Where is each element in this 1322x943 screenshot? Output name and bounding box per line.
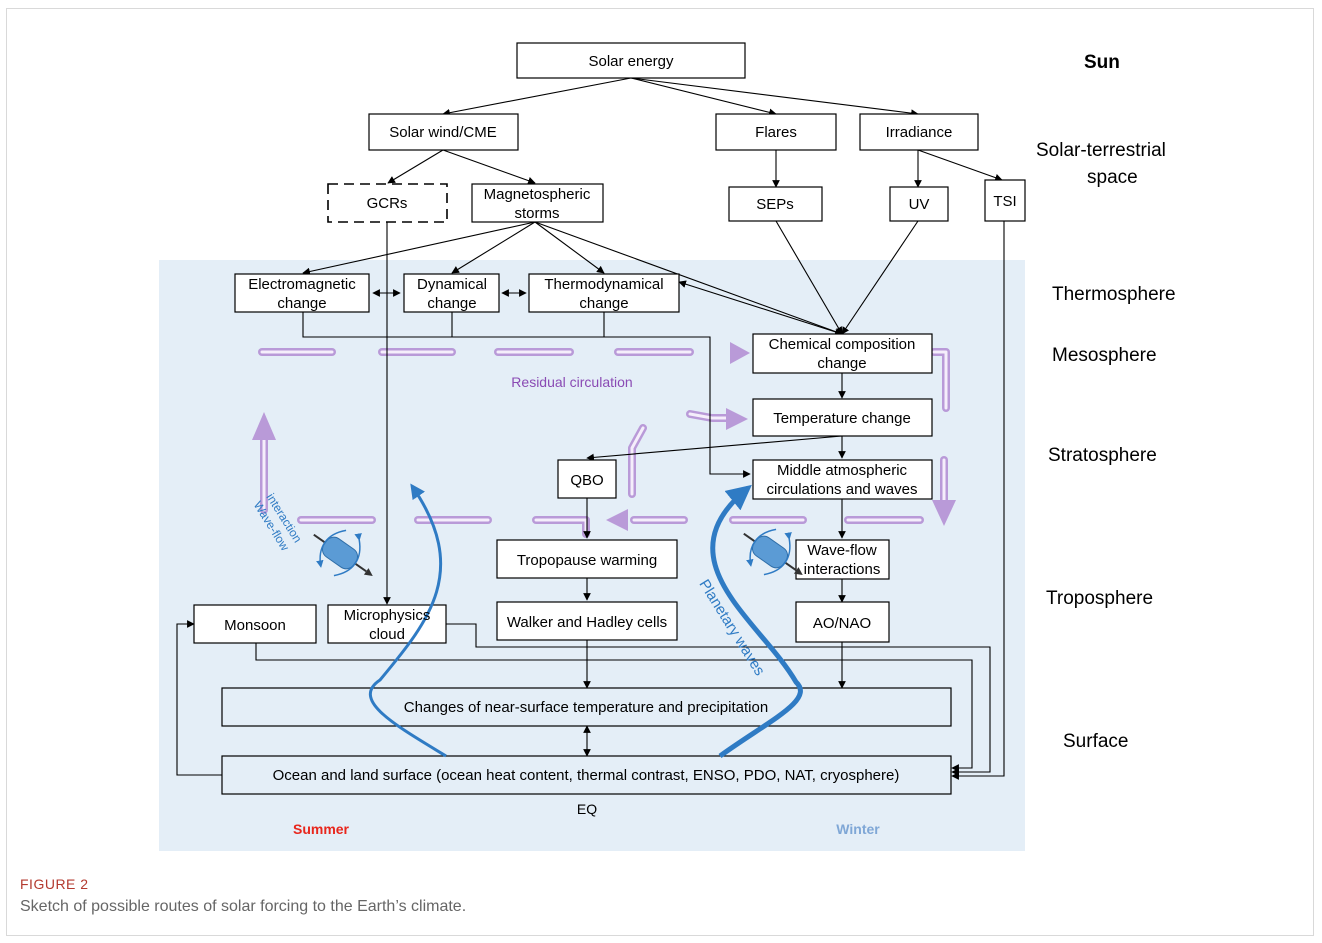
- planetary-wave-arrows: [368, 483, 803, 759]
- node-magnetospheric-storms-l2: storms: [515, 205, 560, 222]
- node-magnetospheric-storms-l1: Magnetospheric: [484, 186, 591, 203]
- winter-label: Winter: [836, 821, 880, 837]
- node-microphysics-l2: cloud: [369, 626, 405, 643]
- node-boxes: [193, 42, 1026, 795]
- node-uv: UV: [909, 196, 930, 213]
- node-flares: Flares: [755, 124, 797, 141]
- layer-labels: Sun Solar-terrestrial space Thermosphere…: [1036, 52, 1176, 752]
- eq-label: EQ: [577, 801, 597, 817]
- residual-circulation-label: Residual circulation: [511, 374, 632, 390]
- node-temperature-change: Temperature change: [773, 410, 911, 427]
- solar-forcing-diagram: Solar energy Solar wind/CME Flares Irrad…: [159, 42, 1176, 851]
- node-dynamical-l1: Dynamical: [417, 276, 487, 293]
- node-electromagnetic-l1: Electromagnetic: [248, 276, 356, 293]
- node-irradiance: Irradiance: [886, 124, 953, 141]
- layer-sun: Sun: [1084, 52, 1120, 73]
- node-labels: Solar energy Solar wind/CME Flares Irrad…: [224, 53, 1017, 784]
- layer-troposphere: Troposphere: [1046, 588, 1153, 609]
- node-ocean-land: Ocean and land surface (ocean heat conte…: [273, 767, 900, 784]
- node-middle-atmospheric-l2: circulations and waves: [767, 481, 918, 498]
- node-microphysics-l1: Microphysics: [344, 607, 431, 624]
- residual-circulation-arrows: [252, 342, 956, 538]
- node-chemical-composition-l2: change: [817, 355, 866, 372]
- figure-title: FIGURE 2: [20, 876, 89, 892]
- node-monsoon: Monsoon: [224, 617, 286, 634]
- node-middle-atmospheric-l1: Middle atmospheric: [777, 462, 908, 479]
- wave-flow-icon-winter: [743, 528, 803, 576]
- summer-label: Summer: [293, 821, 350, 837]
- node-solar-wind: Solar wind/CME: [389, 124, 497, 141]
- node-wave-flow-l2: interactions: [804, 561, 881, 578]
- node-ao-nao: AO/NAO: [813, 615, 871, 632]
- figure-caption: Sketch of possible routes of solar forci…: [20, 898, 467, 915]
- node-seps: SEPs: [756, 196, 794, 213]
- node-walker-hadley: Walker and Hadley cells: [507, 614, 667, 631]
- node-thermodynamical-l2: change: [579, 295, 628, 312]
- node-solar-energy: Solar energy: [588, 53, 674, 70]
- connector-lines: [176, 77, 1005, 780]
- layer-solar-terrestrial-l1: Solar-terrestrial: [1036, 140, 1166, 161]
- layer-stratosphere: Stratosphere: [1048, 445, 1157, 466]
- wave-flow-icon-summer: [313, 529, 373, 577]
- node-dynamical-l2: change: [427, 295, 476, 312]
- node-electromagnetic-l2: change: [277, 295, 326, 312]
- node-near-surface: Changes of near-surface temperature and …: [404, 699, 768, 716]
- node-gcrs: GCRs: [367, 195, 408, 212]
- node-tsi: TSI: [993, 193, 1016, 210]
- layer-solar-terrestrial-l2: space: [1087, 167, 1138, 188]
- node-tropopause-warming: Tropopause warming: [517, 552, 657, 569]
- layer-surface: Surface: [1063, 731, 1128, 752]
- layer-thermosphere: Thermosphere: [1052, 284, 1176, 305]
- node-thermodynamical-l1: Thermodynamical: [544, 276, 663, 293]
- node-chemical-composition-l1: Chemical composition: [769, 336, 916, 353]
- node-qbo: QBO: [570, 472, 603, 489]
- layer-mesosphere: Mesosphere: [1052, 345, 1157, 366]
- node-wave-flow-l1: Wave-flow: [807, 542, 877, 559]
